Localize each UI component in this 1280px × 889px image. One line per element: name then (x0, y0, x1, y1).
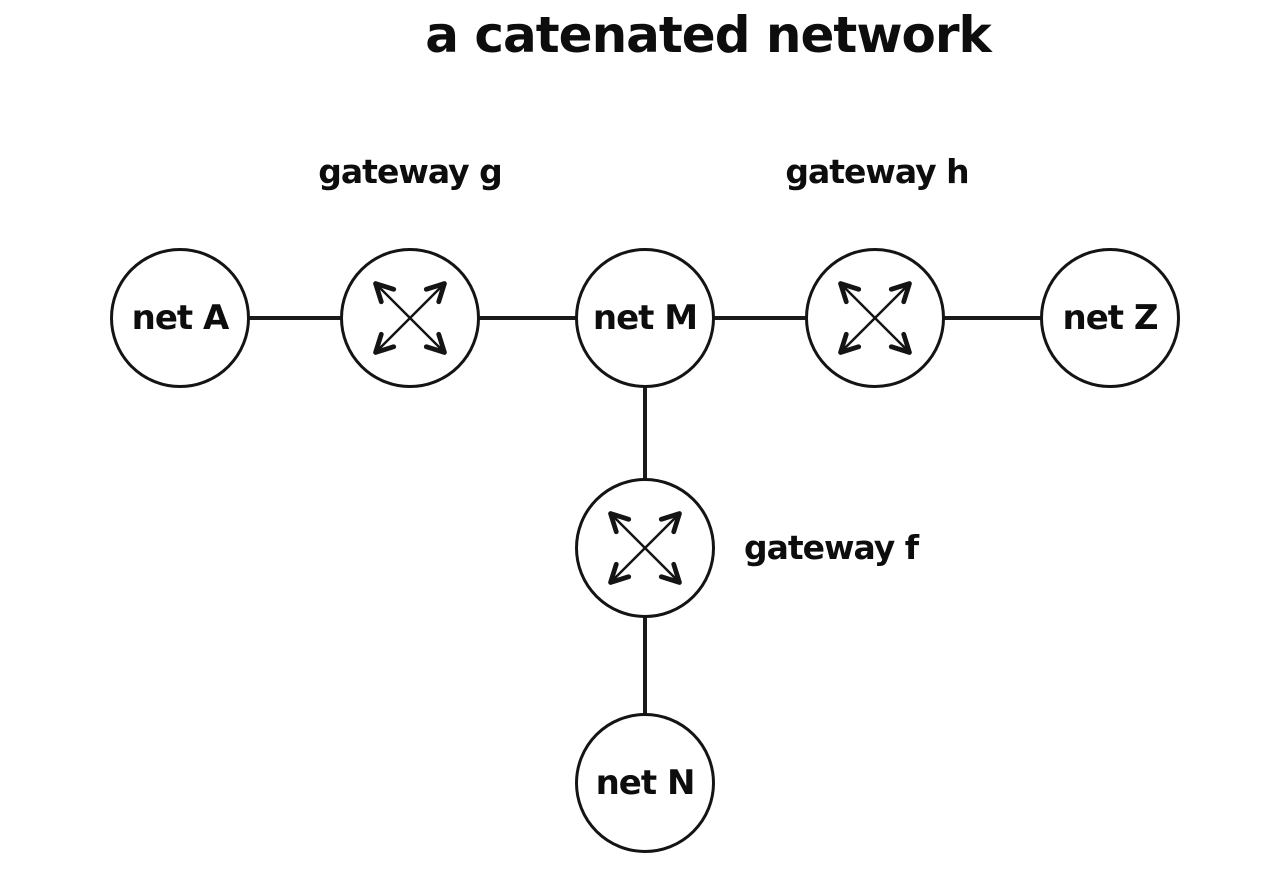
node-gateway-h (805, 248, 945, 388)
gateway-g-caption: gateway g (318, 152, 502, 191)
edge-netm-gatewayf (643, 384, 647, 484)
net-n-label: net N (595, 763, 696, 803)
crossed-arrows-icon (373, 281, 447, 355)
node-net-z: net Z (1040, 248, 1180, 388)
diagram-title: a catenated network (425, 6, 992, 64)
edge-gatewayf-netn (643, 612, 647, 717)
node-gateway-g (340, 248, 480, 388)
crossed-arrows-icon (608, 511, 682, 585)
node-gateway-f (575, 478, 715, 618)
crossed-arrows-icon (838, 281, 912, 355)
net-m-label: net M (592, 298, 698, 338)
edge-neta-gatewayg (246, 316, 344, 320)
gateway-h-caption: gateway h (785, 152, 969, 191)
node-net-a: net A (110, 248, 250, 388)
net-z-label: net Z (1062, 298, 1158, 338)
node-net-n: net N (575, 713, 715, 853)
gateway-f-caption: gateway f (744, 528, 919, 567)
edge-netm-gatewayh (711, 316, 809, 320)
edge-gatewayh-netz (941, 316, 1044, 320)
node-net-m: net M (575, 248, 715, 388)
edge-gatewayg-netm (476, 316, 579, 320)
net-a-label: net A (131, 298, 230, 338)
